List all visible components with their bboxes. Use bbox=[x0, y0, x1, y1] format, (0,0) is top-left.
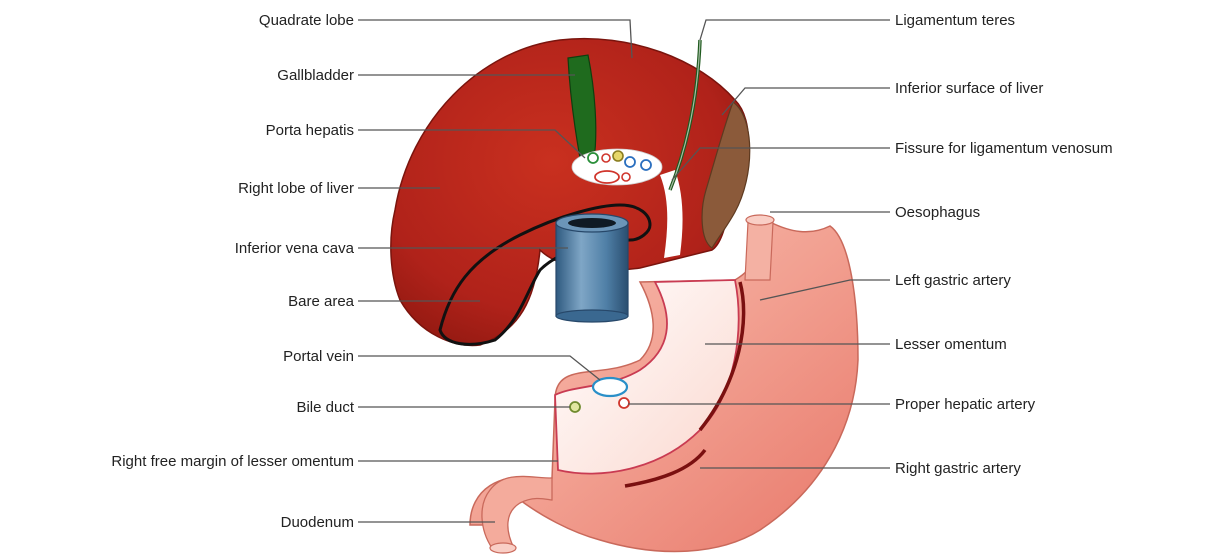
portal-vein-vessel bbox=[593, 378, 627, 396]
labels-left: Quadrate lobe Gallbladder Porta hepatis … bbox=[111, 12, 354, 531]
label-proper-hepatic-artery: Proper hepatic artery bbox=[895, 396, 1036, 413]
proper-hepatic-artery-vessel bbox=[619, 398, 629, 408]
label-bare-area: Bare area bbox=[288, 293, 355, 310]
porta-hepatis-region bbox=[572, 149, 662, 185]
label-left-gastric-artery: Left gastric artery bbox=[895, 272, 1011, 289]
label-ligamentum-teres: Ligamentum teres bbox=[895, 12, 1015, 29]
label-porta-hepatis: Porta hepatis bbox=[266, 122, 354, 139]
label-oesophagus: Oesophagus bbox=[895, 204, 980, 221]
label-right-gastric-artery: Right gastric artery bbox=[895, 460, 1021, 477]
label-quadrate-lobe: Quadrate lobe bbox=[259, 12, 354, 29]
label-right-lobe-of-liver: Right lobe of liver bbox=[238, 180, 354, 197]
label-duodenum: Duodenum bbox=[281, 514, 354, 531]
label-fissure-ligamentum-venosum: Fissure for ligamentum venosum bbox=[895, 140, 1113, 157]
label-gallbladder: Gallbladder bbox=[277, 67, 354, 84]
label-inferior-surface-of-liver: Inferior surface of liver bbox=[895, 80, 1043, 97]
label-lesser-omentum: Lesser omentum bbox=[895, 336, 1007, 353]
label-portal-vein: Portal vein bbox=[283, 348, 354, 365]
label-right-free-margin: Right free margin of lesser omentum bbox=[111, 453, 354, 470]
bile-duct-vessel bbox=[570, 402, 580, 412]
label-bile-duct: Bile duct bbox=[296, 399, 354, 416]
labels-right: Ligamentum teres Inferior surface of liv… bbox=[895, 12, 1113, 477]
inferior-vena-cava-vessel bbox=[556, 214, 628, 322]
label-inferior-vena-cava: Inferior vena cava bbox=[235, 240, 355, 257]
